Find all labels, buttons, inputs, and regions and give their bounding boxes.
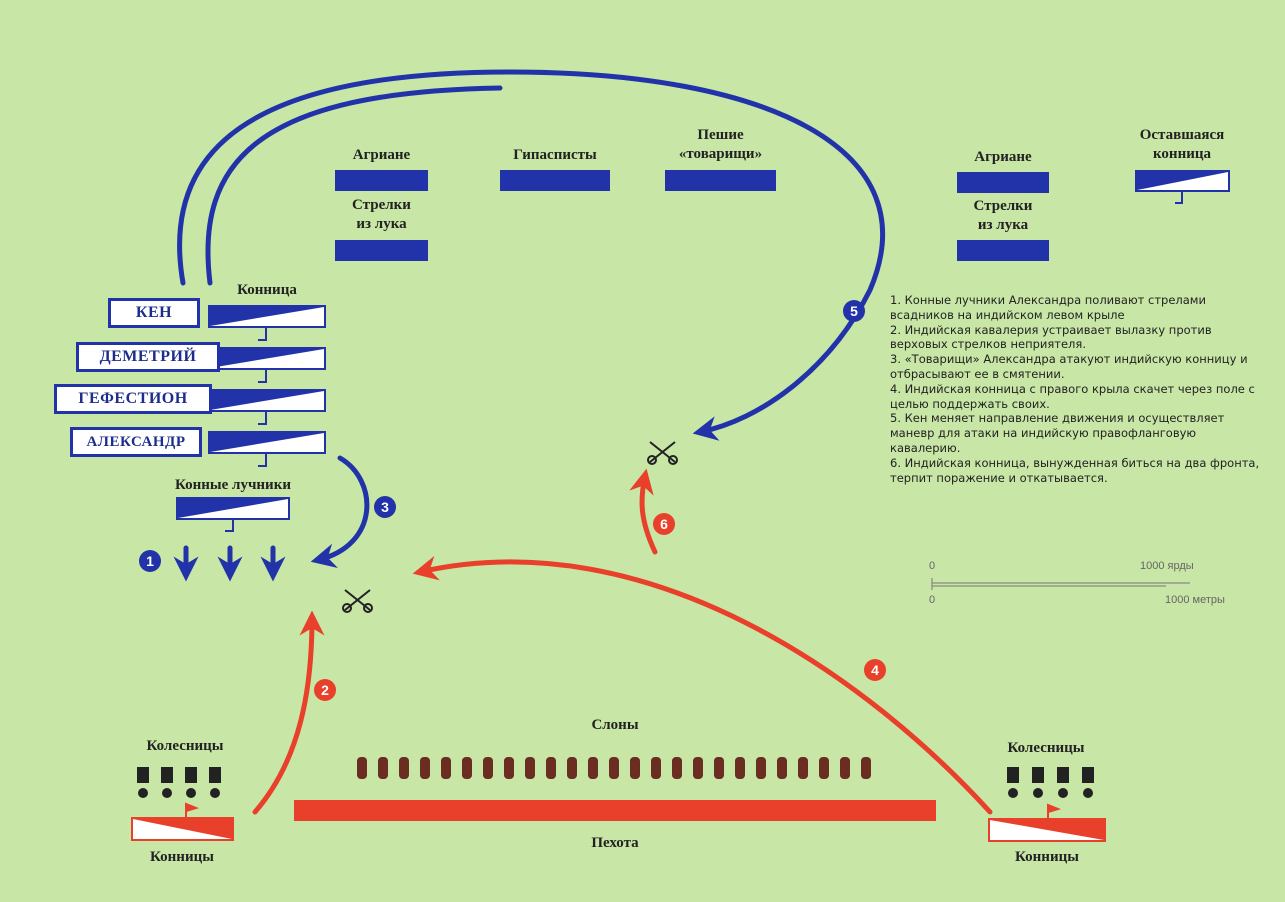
scale-yards: 1000 ярды xyxy=(1140,560,1194,572)
archers-1-line2: из лука xyxy=(356,216,407,232)
legend-item: 6. Индийская конница, вынужденная биться… xyxy=(890,455,1260,485)
cavalry-token-alexander xyxy=(208,431,326,467)
horse-archers-token xyxy=(176,497,290,532)
horse-archers-label: Конные лучники xyxy=(175,477,291,493)
remaining-cavalry-label: Оставшаяся конница xyxy=(1118,126,1246,164)
svg-text:3: 3 xyxy=(381,499,389,515)
marker-3: 3 xyxy=(374,496,396,518)
foot-companions-block xyxy=(665,170,776,191)
hypaspists-block xyxy=(500,170,610,191)
chariots-right-label: Колесницы xyxy=(1007,740,1085,756)
remaining-cavalry-line2: конница xyxy=(1152,146,1211,162)
marker-5: 5 xyxy=(843,300,865,322)
hypaspists-label: Гипасписты xyxy=(513,147,597,163)
cavalry-right-label: Конницы xyxy=(1015,849,1079,865)
archers-2-line1: Стрелки xyxy=(973,198,1033,214)
arrow-icon xyxy=(173,69,885,582)
legend-item: 2. Индийская кавалерия устраивает вылазк… xyxy=(890,322,1212,352)
indian-cavalry-token-right xyxy=(988,803,1106,842)
scale-meters: 1000 метры xyxy=(1165,594,1225,606)
archers-label-1: Стрелки из лука xyxy=(330,196,433,234)
legend: 1. Конные лучники Александра поливают ст… xyxy=(890,293,1270,485)
arrow-icon xyxy=(252,468,993,815)
chariot-icon xyxy=(137,767,221,798)
svg-text:4: 4 xyxy=(871,662,879,678)
legend-item: 5. Кен меняет направление движения и осу… xyxy=(890,411,1225,455)
foot-companions-line1: Пешие xyxy=(697,127,744,143)
chariot-icon xyxy=(1007,767,1094,798)
elephants-label: Слоны xyxy=(591,717,639,733)
commander-ken: КЕН xyxy=(108,298,200,328)
marker-2: 2 xyxy=(314,679,336,701)
scale-bar xyxy=(931,578,1190,590)
scale-zero-bottom: 0 xyxy=(929,594,936,606)
remaining-cavalry-line1: Оставшаяся xyxy=(1139,127,1225,143)
agriane-block-1 xyxy=(335,170,428,191)
remaining-cavalry-token xyxy=(1135,170,1230,204)
archers-label-2: Стрелки из лука xyxy=(952,197,1054,235)
crossed-swords-icon xyxy=(647,441,678,465)
legend-item: 1. Конные лучники Александра поливают ст… xyxy=(890,293,1206,322)
commander-demetrius: ДЕМЕТРИЙ xyxy=(76,342,220,372)
svg-text:2: 2 xyxy=(321,682,329,698)
crossed-swords-icon xyxy=(342,589,373,613)
marker-4: 4 xyxy=(864,659,886,681)
cavalry-left-label: Конницы xyxy=(150,849,214,865)
foot-companions-line2: «товарищи» xyxy=(678,146,763,162)
infantry-label: Пехота xyxy=(591,835,639,851)
commander-alexander: АЛЕКСАНДР xyxy=(70,427,202,457)
archers-block-2 xyxy=(957,240,1049,261)
svg-text:6: 6 xyxy=(660,516,668,532)
foot-companions-label: Пешие «товарищи» xyxy=(660,126,781,164)
marker-1: 1 xyxy=(139,550,161,572)
svg-text:1: 1 xyxy=(146,553,154,569)
cavalry-token-ken xyxy=(208,305,326,341)
archers-block-1 xyxy=(335,240,428,261)
archers-1-line1: Стрелки xyxy=(352,197,411,213)
chariots-left-label: Колесницы xyxy=(146,738,224,754)
scale-zero-top: 0 xyxy=(929,560,936,572)
cavalry-token-demetrius xyxy=(208,347,326,383)
agriane-label-1: Агриане xyxy=(352,147,411,163)
agriane-label-2: Агриане xyxy=(974,149,1032,165)
svg-text:5: 5 xyxy=(850,303,858,319)
infantry-line xyxy=(294,800,936,821)
agriane-block-2 xyxy=(957,172,1049,193)
indian-cavalry-token-left xyxy=(131,802,234,841)
legend-item: 4. Индийская конница с правого крыла ска… xyxy=(890,381,1255,411)
archers-2-line2: из лука xyxy=(977,217,1029,233)
cavalry-token-hephaestion xyxy=(208,389,326,425)
marker-6: 6 xyxy=(653,513,675,535)
commander-hephaestion: ГЕФЕСТИОН xyxy=(54,384,212,414)
cavalry-header: Конница xyxy=(237,282,297,298)
legend-item: 3. «Товарищи» Александра атакуют индийск… xyxy=(890,352,1248,381)
elephant-line xyxy=(357,757,871,779)
